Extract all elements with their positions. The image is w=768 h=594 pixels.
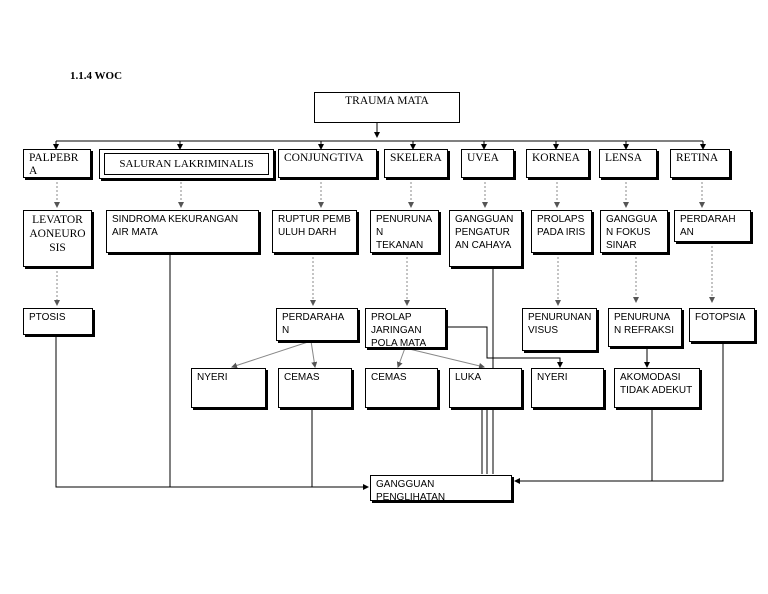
- node-levator-aponeurosis: LEVATOR AONEURO SIS: [23, 210, 92, 267]
- node-uvea: UVEA: [461, 149, 514, 178]
- node-lensa: LENSA: [599, 149, 657, 178]
- node-perdarahan-retina: PERDARAH AN: [674, 210, 751, 242]
- node-gangguan-penglihatan: GANGGUAN PENGLIHATAN: [370, 475, 512, 501]
- node-nyeri-1: NYERI: [191, 368, 266, 408]
- node-saluran-lakriminalis: SALURAN LAKRIMINALIS: [99, 149, 274, 179]
- node-cemas-2: CEMAS: [365, 368, 438, 408]
- node-ptosis: PTOSIS: [23, 308, 93, 335]
- node-prolaps-iris: PROLAPS PADA IRIS: [531, 210, 592, 253]
- node-penurunan-visus: PENURUNAN VISUS: [522, 308, 597, 351]
- node-sindroma-kekurangan: SINDROMA KEKURANGAN AIR MATA: [106, 210, 259, 253]
- node-kornea: KORNEA: [526, 149, 589, 178]
- node-fotopsia: FOTOPSIA: [689, 308, 755, 342]
- node-luka: LUKA: [449, 368, 522, 408]
- node-retina: RETINA: [670, 149, 730, 178]
- node-trauma-mata: TRAUMA MATA: [314, 92, 460, 123]
- node-gangguan-fokus: GANGGUA N FOKUS SINAR: [600, 210, 668, 253]
- node-palpebra: PALPEBRA: [23, 149, 91, 178]
- node-prolap-jaringan: PROLAP JARINGAN POLA MATA: [365, 308, 446, 348]
- node-penurunan-tekanan: PENURUNA N TEKANAN: [370, 210, 439, 253]
- diagram-heading: 1.1.4 WOC: [70, 70, 123, 82]
- node-perdarahan: PERDARAHA N: [276, 308, 358, 341]
- node-conjungtiva: CONJUNGTIVA: [278, 149, 377, 178]
- node-saluran-inner: SALURAN LAKRIMINALIS: [104, 153, 269, 175]
- node-cemas-1: CEMAS: [278, 368, 352, 408]
- node-penurunan-refraksi: PENURUNA N REFRAKSI: [608, 308, 682, 347]
- node-skelera: SKELERA: [384, 149, 448, 178]
- node-akomodasi: AKOMODASI TIDAK ADEKUT: [614, 368, 700, 408]
- node-ruptur-pembuluh: RUPTUR PEMBULUH DARH: [272, 210, 357, 253]
- node-gangguan-pengaturan: GANGGUAN PENGATUR AN CAHAYA: [449, 210, 522, 267]
- node-nyeri-2: NYERI: [531, 368, 604, 408]
